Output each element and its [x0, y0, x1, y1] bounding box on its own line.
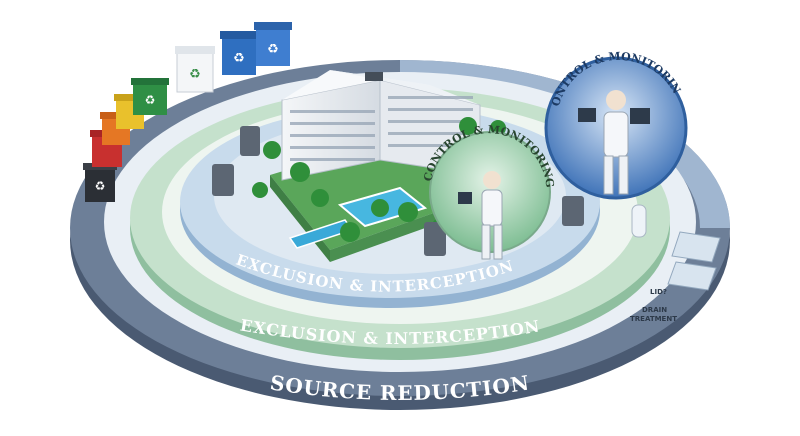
recycle-icon: ♻ — [189, 67, 201, 82]
trap-icon — [212, 126, 584, 256]
hotel-building-icon — [281, 70, 481, 181]
lid-label: LID? — [650, 288, 667, 296]
treatment-label: TREATMENT — [630, 315, 677, 323]
recycle-icon: ♻ — [95, 179, 106, 193]
recycle-icon: ♻ — [233, 51, 245, 66]
technician-icon — [458, 171, 503, 260]
technician-icon — [578, 90, 650, 195]
recycling-bins: ♻ ♻ ♻ ♻ ♻ — [83, 22, 292, 202]
bin-green: ♻ — [131, 78, 169, 115]
bin-black: ♻ — [83, 163, 117, 202]
drain-label: DRAIN — [642, 306, 667, 314]
bin-white: ♻ — [175, 46, 215, 93]
recycle-icon: ♻ — [145, 93, 156, 107]
recycle-icon: ♻ — [267, 42, 279, 57]
bin-blue-2: ♻ — [254, 22, 292, 66]
control-monitoring-badge-center: CONTROL & MONITORING — [421, 123, 556, 260]
palm-tree-icon — [252, 117, 506, 242]
drain-icon: LID? DRAIN TREATMENT — [630, 204, 721, 323]
bin-blue-1: ♻ — [220, 31, 258, 75]
